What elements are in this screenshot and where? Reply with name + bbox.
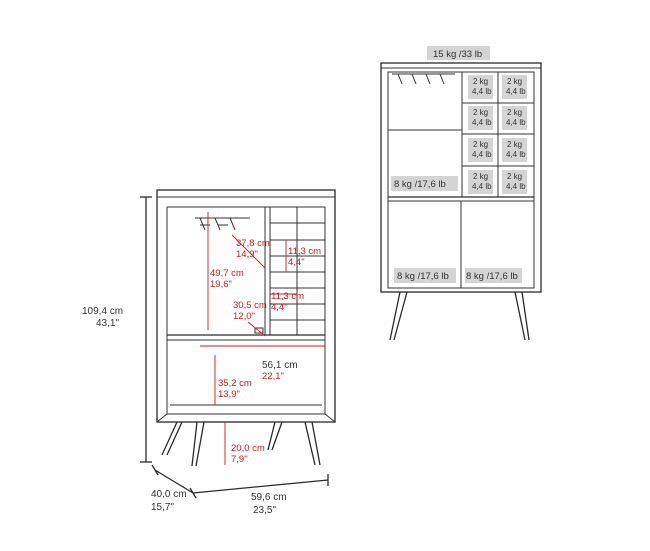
shelf-height-in: 13,9" — [218, 389, 240, 400]
overall-dimensions — [140, 196, 329, 499]
cubby-weight-kg: 2 kg — [507, 140, 522, 149]
leg-height-in: 7,9" — [231, 454, 248, 465]
cabinet-width-cm: 37,8 cm — [236, 238, 270, 249]
cabinet-front-view — [380, 46, 542, 341]
cubby-weight-lb: 4,4 lb — [472, 182, 492, 191]
cabinet-height-in: 19,6" — [210, 279, 232, 290]
glass-holder — [195, 217, 250, 231]
overall-width-cm: 59,6 cm — [251, 492, 287, 503]
cubby-weight-lb: 4,4 lb — [472, 118, 492, 127]
cubby-weight-kg: 2 kg — [473, 108, 488, 117]
cubby-weight-lb: 4,4 lb — [472, 87, 492, 96]
front-cubby-grid — [462, 72, 534, 197]
cubby-width-cm: 11,3 cm — [271, 291, 304, 302]
overall-width-in: 23,5" — [253, 505, 276, 516]
cabinet-body — [156, 189, 336, 423]
cubby-height-in: 4,4" — [288, 257, 305, 268]
overall-depth-cm: 40,0 cm — [151, 489, 187, 500]
cabinet-height-cm: 49,7 cm — [210, 268, 244, 279]
cubby-weight-lb: 4,4 lb — [506, 118, 526, 127]
lower-left-weight: 8 kg /17,6 lb — [397, 271, 449, 282]
cubby-width-in: 4,4" — [271, 302, 288, 313]
overall-depth-in: 15,7" — [151, 502, 174, 513]
cubby-weight-kg: 2 kg — [473, 77, 488, 86]
overall-height-cm: 109,4 cm — [82, 306, 123, 317]
cubby-weight-kg: 2 kg — [507, 172, 522, 181]
top-weight-box — [427, 46, 490, 60]
cabinet-depth-in: 12,0" — [233, 311, 255, 322]
cubby-weight-lb: 4,4 lb — [472, 150, 492, 159]
cubby-weight-kg: 2 kg — [507, 77, 522, 86]
cabinet-3d-view — [156, 189, 336, 467]
cabinet-width-in: 14,9" — [236, 249, 258, 260]
front-body — [380, 62, 542, 293]
cubby-height-cm: 11,3 cm — [288, 246, 321, 257]
cubby-weight-kg: 2 kg — [507, 108, 522, 117]
shelf-width-cm: 56,1 cm — [262, 360, 298, 371]
front-legs — [389, 291, 530, 341]
lower-right-weight: 8 kg /17,6 lb — [466, 271, 518, 282]
cubby-weight-lb: 4,4 lb — [506, 87, 526, 96]
cubby-weight-kg: 2 kg — [473, 140, 488, 149]
top-weight: 15 kg /33 lb — [433, 49, 482, 60]
leg-height-cm: 20,0 cm — [231, 443, 265, 454]
cabinet-weight: 8 kg /17,6 lb — [394, 179, 446, 190]
cubby-weight-lb: 4,4 lb — [506, 182, 526, 191]
hairpin-legs — [161, 421, 321, 467]
shelf-height-cm: 35,2 cm — [218, 378, 252, 389]
door-handle — [254, 327, 264, 334]
overall-height-in: 43,1" — [96, 318, 119, 329]
inner-frame — [166, 206, 326, 415]
wine-cubbies — [270, 207, 325, 335]
front-glass-holder — [392, 73, 455, 85]
cubby-weight-kg: 2 kg — [473, 172, 488, 181]
shelf-width-in: 22,1" — [262, 371, 284, 382]
cabinet-depth-cm: 30,5 cm — [233, 300, 267, 311]
interior-dimensions — [200, 212, 325, 465]
cubby-weight-lb: 4,4 lb — [506, 150, 526, 159]
